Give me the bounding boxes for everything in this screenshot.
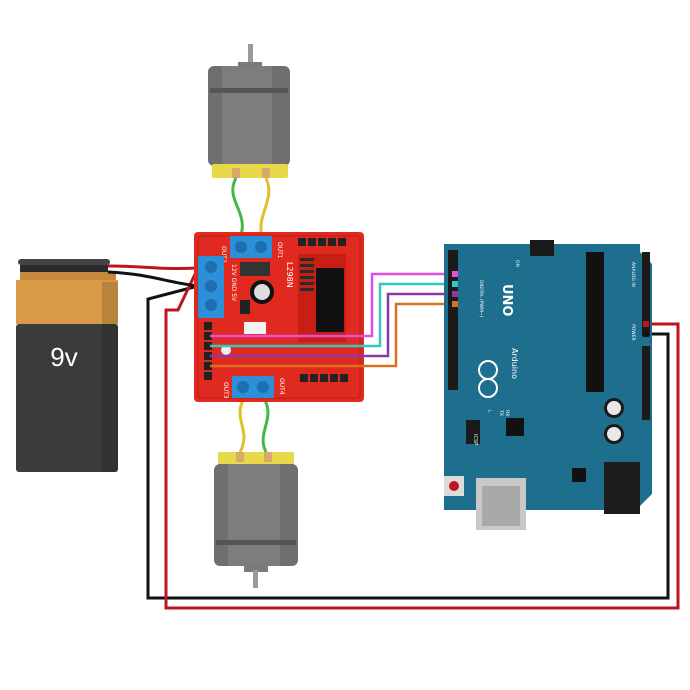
usb-port-inner [482,486,520,526]
wire-purple [210,292,456,358]
terminal-top-screw-2 [255,241,267,253]
motor-bottom-slot [216,540,296,545]
motor-top-body-light [222,66,272,166]
label-l: L [486,410,492,413]
driver-bottom-pins [300,374,348,382]
chip-label: L298N [285,262,294,288]
capacitor-top [254,284,270,300]
motor-bottom [214,452,298,588]
motor-top-tab-right [262,168,270,178]
driver-top-pins [298,238,346,246]
regulator-small [572,468,586,482]
label-out4: OUT4 [278,378,285,395]
heatsink-fins [300,258,314,291]
digital-header-right [642,252,650,336]
motor-top-shaft [248,44,253,68]
arduino-logo-right [478,378,498,398]
wire-black-ground [146,284,670,600]
arduino-model: UNO [499,284,514,317]
power-wires [146,267,680,610]
driver-control-pins [204,322,212,380]
motor-bottom-cap [218,452,294,466]
power-header [642,346,650,420]
motor-bottom-wire-green [261,397,270,453]
terminal-power-screw-3 [205,299,217,311]
digital-header-left [448,250,458,390]
battery-9v: 9v [16,259,118,472]
battery-shade [102,282,118,472]
label-power-terminal: 12V GND 5V [230,264,237,302]
motor-bottom-wire-yellow [238,397,246,453]
motor-bottom-boss [244,564,268,572]
label-analog: ANALOG IN [630,262,636,287]
label-on: ON [514,260,520,267]
battery-top-sleeve [16,280,118,324]
label-icsp: ICSP [472,434,478,445]
arduino-uno-board: UNO Arduino DIGITAL (PWM~) ICSP ANALOG I… [444,240,652,530]
battery-lead-red [107,264,199,271]
driver-led [221,345,231,355]
crystal-capacitor-2-top [607,427,621,441]
arduino-brand: Arduino [510,348,519,379]
label-rx: RX [504,410,510,416]
terminal-top-screw-1 [235,241,247,253]
label-power-header: POWER [630,324,636,341]
wire-cyan [210,282,456,348]
motor-top-wire-green [231,177,244,239]
label-out3: OUT3 [222,382,229,399]
atmega-chip [586,252,604,392]
l298n-driver-board: OUT2 OUT1 12V GND 5V [194,232,364,402]
motor-bottom-tab-right [264,452,272,462]
terminal-bottom-screw-2 [257,381,269,393]
battery-label: 9v [50,342,77,372]
motor-bottom-shaft [253,570,258,588]
icsp-top [530,240,554,256]
signal-wires [210,272,456,368]
motor-top [208,44,290,178]
power-jack [604,462,640,514]
label-out1: OUT1 [276,242,283,259]
motor-bottom-body-light [228,464,280,566]
small-chip [506,418,524,436]
smd-part [244,322,266,334]
regulator [240,262,270,276]
motor-top-wire-yellow [259,177,271,239]
crystal-capacitor-1-top [607,401,621,415]
label-out2: OUT2 [220,246,227,263]
jumper-5v [240,300,250,314]
motor-top-tab-left [232,168,240,178]
battery-body [16,324,118,472]
wire-orange [210,302,456,368]
battery-lead-black [107,270,199,288]
label-tx: TX [498,409,504,416]
label-digital-header: DIGITAL (PWM~) [478,280,484,318]
motor-top-cap [212,164,288,178]
terminal-power-screw-2 [205,280,217,292]
reset-button-red[interactable] [449,481,459,491]
arduino-wire-pins [452,271,649,337]
wire-red-power [164,267,680,610]
motor-bottom-tab-left [236,452,244,462]
terminal-bottom-screw-1 [237,381,249,393]
chip-body [316,268,344,332]
motor-top-slot [210,88,288,93]
wire-magenta [210,272,456,338]
battery-snap-clip [18,259,110,265]
icsp-bottom [466,420,480,444]
terminal-power-screw-1 [205,261,217,273]
